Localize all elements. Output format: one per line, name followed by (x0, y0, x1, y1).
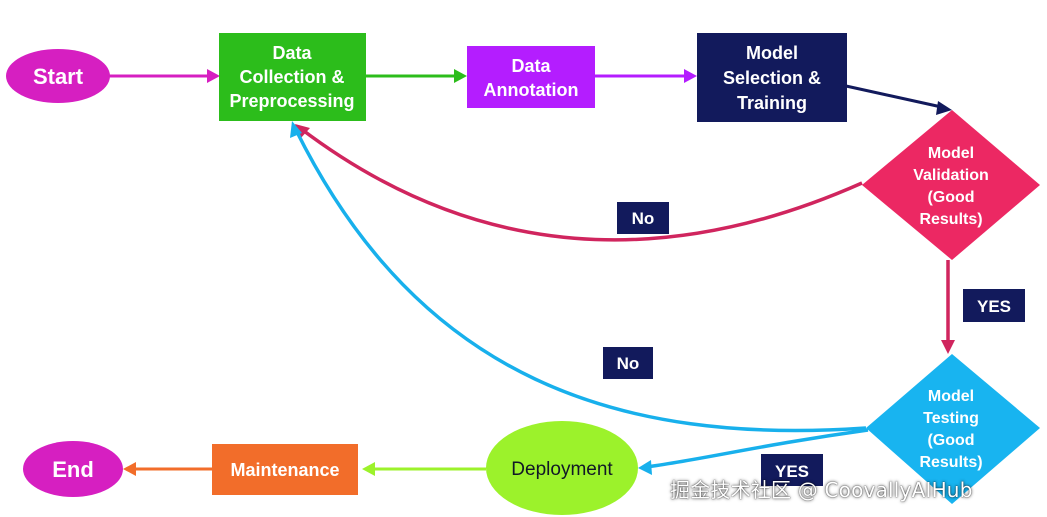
model-validation-line-2: Validation (913, 167, 989, 184)
arrowhead-collection-to-annotation (454, 69, 467, 83)
node-model-selection: Model Selection & Training (697, 33, 847, 122)
label-validation-no-bg (617, 202, 669, 234)
maintenance-label: Maintenance (230, 460, 339, 480)
edge-selection-to-validation (845, 84, 947, 110)
deployment-ellipse (486, 421, 638, 515)
model-testing-diamond (866, 354, 1040, 504)
edge-testing-yes (645, 428, 869, 469)
end-ellipse (23, 441, 123, 497)
arrowhead-testing-yes (638, 460, 652, 475)
model-validation-diamond (862, 110, 1040, 260)
deployment-label: Deployment (511, 459, 613, 480)
arrowhead-testing-no-loop (290, 121, 302, 138)
data-collection-line-2: Collection & (239, 67, 344, 87)
model-selection-line-1: Model (746, 43, 798, 63)
arrowhead-annotation-to-selection (684, 69, 697, 83)
node-data-collection: Data Collection & Preprocessing (219, 33, 366, 121)
label-validation-no-text: No (632, 209, 655, 228)
data-collection-box (219, 33, 366, 121)
model-selection-line-2: Selection & (723, 68, 821, 88)
edge-testing-no-loop (294, 129, 867, 433)
arrowhead-deployment-to-maintenance (362, 462, 375, 476)
start-ellipse (6, 49, 110, 103)
model-testing-line-3: (Good (927, 432, 974, 449)
data-annotation-line-2: Annotation (484, 80, 579, 100)
label-validation-yes-bg (963, 289, 1025, 322)
model-validation-line-3: (Good (927, 189, 974, 206)
start-label: Start (33, 64, 84, 89)
arrowhead-validation-yes (941, 340, 955, 354)
label-validation-yes-text: YES (977, 297, 1011, 316)
arrowhead-start-to-collection (207, 69, 220, 83)
label-testing-no: No (603, 347, 653, 379)
node-deployment: Deployment (486, 421, 638, 515)
label-testing-yes-bg (761, 454, 823, 486)
node-end: End (23, 441, 123, 497)
label-validation-yes: YES (963, 289, 1025, 322)
arrowhead-selection-to-validation (936, 101, 952, 115)
label-validation-no: No (617, 202, 669, 234)
node-maintenance: Maintenance (212, 444, 358, 495)
model-testing-line-1: Model (928, 388, 974, 405)
data-annotation-line-1: Data (511, 56, 551, 76)
label-testing-yes: YES (761, 454, 823, 486)
model-selection-line-3: Training (737, 93, 807, 113)
maintenance-box (212, 444, 358, 495)
node-model-testing: Model Testing (Good Results) (866, 354, 1040, 504)
watermark-text: 掘金技术社区 @ CoovallyAIHub (670, 478, 973, 502)
node-model-validation: Model Validation (Good Results) (862, 110, 1040, 260)
label-testing-yes-text: YES (775, 462, 809, 481)
model-validation-line-1: Model (928, 145, 974, 162)
model-selection-box (697, 33, 847, 122)
end-label: End (52, 457, 94, 482)
label-testing-no-text: No (617, 354, 640, 373)
edge-validation-no-loop (298, 126, 863, 242)
model-testing-line-2: Testing (923, 410, 979, 427)
data-collection-line-3: Preprocessing (229, 91, 354, 111)
arrowhead-maintenance-to-end (123, 462, 136, 476)
model-validation-line-4: Results) (919, 211, 982, 228)
node-data-annotation: Data Annotation (467, 46, 595, 108)
data-annotation-box (467, 46, 595, 108)
label-testing-no-bg (603, 347, 653, 379)
model-testing-line-4: Results) (919, 454, 982, 471)
node-start: Start (6, 49, 110, 103)
data-collection-line-1: Data (272, 43, 312, 63)
